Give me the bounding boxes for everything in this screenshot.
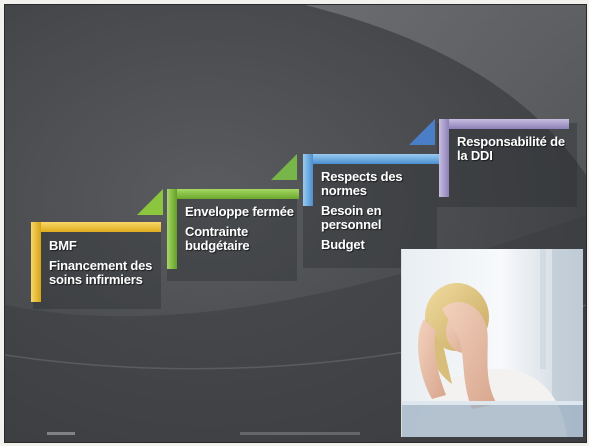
step-4-item-1: Responsabilité de la DDI xyxy=(457,134,565,163)
step-1-item-2: Financement des soins infirmiers xyxy=(49,258,153,287)
step-2-item-2: Contrainte budgétaire xyxy=(185,224,250,253)
presentation-slide: BMF Financement des soins infirmiers Env… xyxy=(4,4,587,443)
step-3-bar-horizontal xyxy=(303,154,439,164)
step-4-bar-horizontal xyxy=(439,119,569,129)
footer-mark-center xyxy=(240,432,360,435)
footer-mark-left xyxy=(47,432,75,435)
step-1-arrow-icon xyxy=(137,189,163,215)
step-1-bar-horizontal xyxy=(31,222,161,232)
step-2-panel xyxy=(167,193,297,281)
step-1-bar-vertical xyxy=(31,222,41,302)
step-3-arrow-icon xyxy=(409,119,435,145)
step-1-item-1: BMF xyxy=(49,238,77,253)
step-3-item-1: Respects des normes xyxy=(321,169,403,198)
step-4-panel xyxy=(437,123,577,207)
step-3-item-2: Besoin en personnel xyxy=(321,203,382,232)
step-1-text: BMF Financement des soins infirmiers xyxy=(49,239,157,293)
step-4-text: Responsabilité de la DDI xyxy=(457,135,575,169)
step-2-text: Enveloppe fermée Contrainte budgétaire xyxy=(185,205,295,259)
step-4-bar-vertical xyxy=(439,119,449,197)
step-2-bar-horizontal xyxy=(167,189,299,199)
step-2-arrow-icon xyxy=(271,154,297,180)
step-2-bar-vertical xyxy=(167,189,177,269)
step-3-bar-vertical xyxy=(303,154,313,206)
stressed-woman-photo xyxy=(401,249,583,437)
step-1-panel xyxy=(33,227,161,309)
step-3-item-3: Budget xyxy=(321,237,365,252)
step-3-text: Respects des normes Besoin en personnel … xyxy=(321,170,433,258)
step-2-item-1: Enveloppe fermée xyxy=(185,204,294,219)
